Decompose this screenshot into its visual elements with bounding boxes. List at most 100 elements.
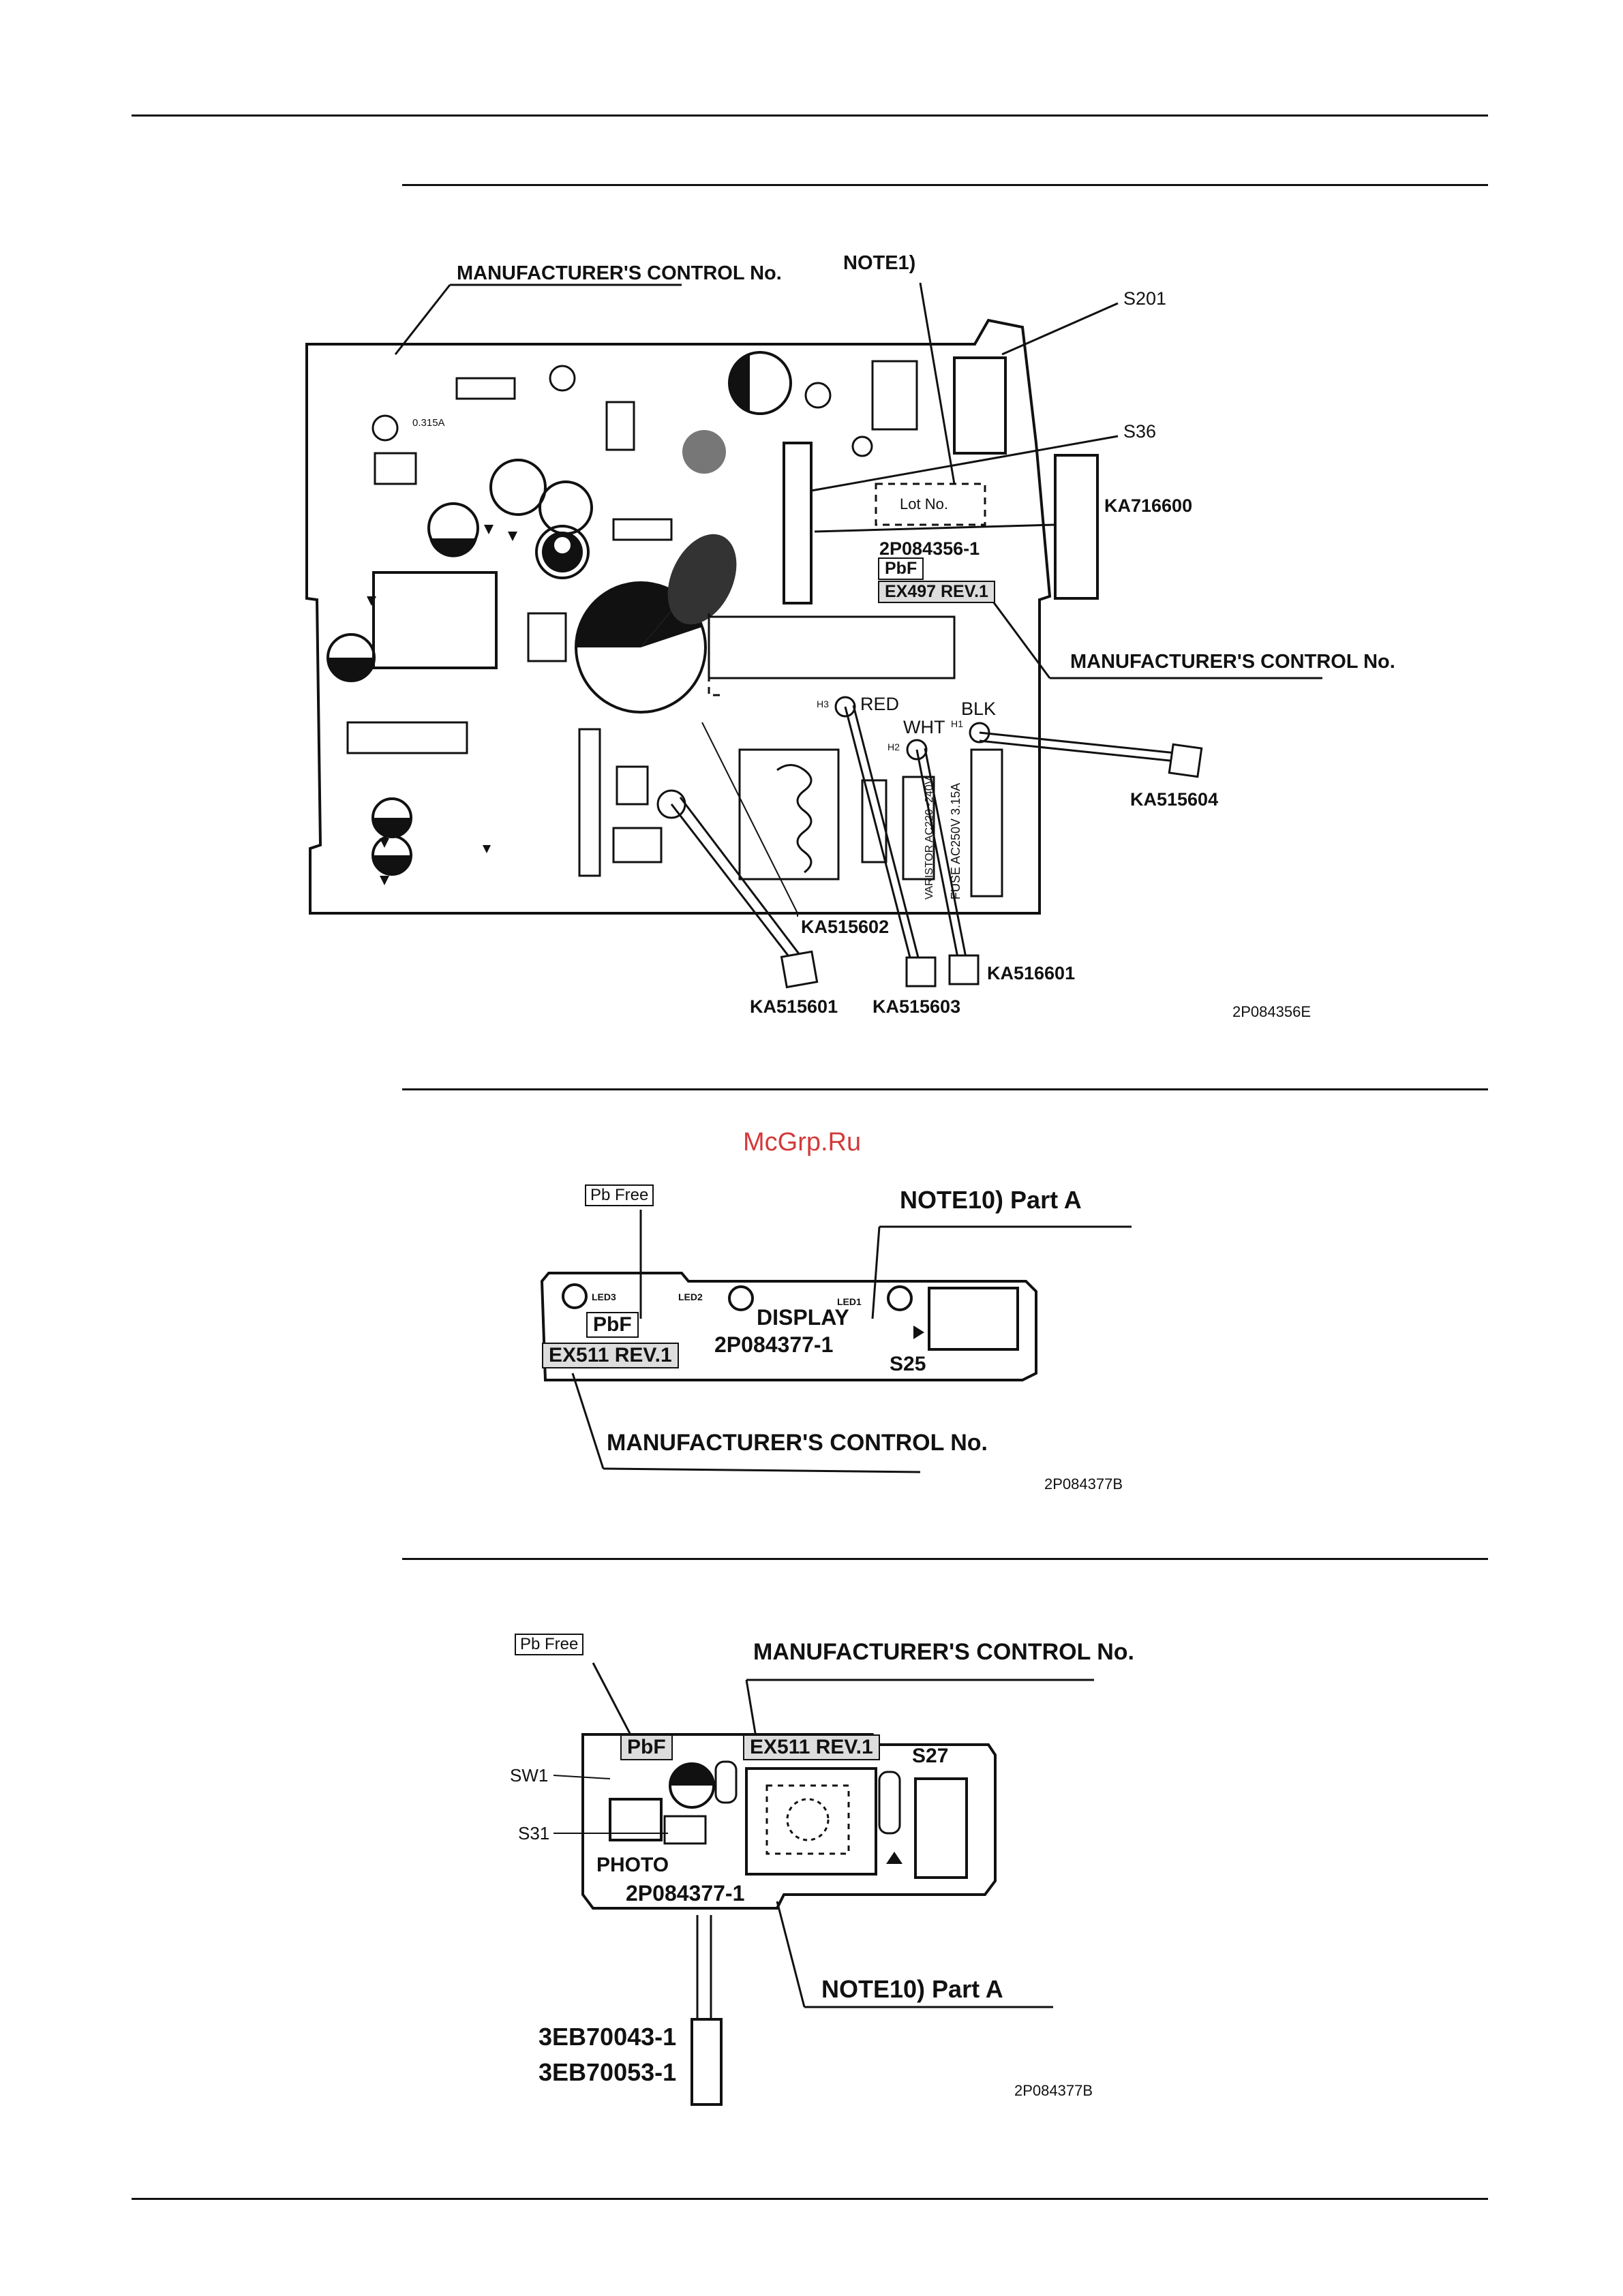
photo-drawing-code: 2P084377B xyxy=(1014,2082,1093,2099)
led2-label: LED2 xyxy=(678,1291,703,1302)
ka716600-label: KA716600 xyxy=(1104,495,1193,516)
ic-307 xyxy=(374,452,417,485)
heat-mark-h3: H3 xyxy=(817,699,829,709)
section-rule-1 xyxy=(402,184,1488,186)
ka515602-label: KA515602 xyxy=(801,917,890,937)
s25-label: S25 xyxy=(890,1353,926,1375)
ka515601-label: KA515601 xyxy=(750,996,838,1017)
diode-d301 xyxy=(578,728,601,877)
photo-capacitor-icon xyxy=(669,1762,715,1809)
plug-ka516601 xyxy=(948,954,980,985)
capacitor-small-b xyxy=(851,435,873,457)
dashed-trace xyxy=(708,613,723,697)
receiver-lens xyxy=(786,1798,830,1841)
led3-label: LED3 xyxy=(592,1291,616,1302)
component-324 xyxy=(527,612,567,662)
diode-symbol-e xyxy=(483,845,491,853)
connector-s27 xyxy=(914,1777,968,1879)
lot-no-box xyxy=(875,483,986,526)
connector-s201 xyxy=(953,356,1007,455)
connector-c304 xyxy=(455,377,516,400)
sw1-label: SW1 xyxy=(510,1765,549,1786)
shaded-ellipse xyxy=(667,534,737,625)
component-c3 xyxy=(714,1760,738,1804)
display-rev-badge: EX511 REV.1 xyxy=(542,1343,679,1368)
wire-wht-label: WHT xyxy=(903,717,945,737)
component-c5 xyxy=(878,1771,901,1835)
photo-rev-badge: EX511 REV.1 xyxy=(743,1734,880,1760)
photo-mfr-control-label: MANUFACTURER'S CONTROL No. xyxy=(753,1639,1134,1665)
receiver-dashed-box xyxy=(765,1784,850,1855)
main-pcb-diagram xyxy=(305,282,1322,989)
main-board-outline xyxy=(305,318,1052,915)
diode-symbol-d xyxy=(380,876,389,885)
photo-name-label: PHOTO xyxy=(596,1854,669,1876)
led3-icon xyxy=(562,1283,588,1309)
main-drawing-code: 2P084356E xyxy=(1232,1003,1311,1020)
leader-ka515602 xyxy=(701,722,798,914)
capacitor-c308 xyxy=(427,502,479,557)
ic-201 xyxy=(871,360,918,431)
display-name-label: DISPLAY xyxy=(757,1305,849,1330)
thermistor-sensor xyxy=(691,2018,723,2106)
s201-label: S201 xyxy=(1123,288,1167,309)
s36-label: S36 xyxy=(1123,421,1157,442)
watermark: McGrp.Ru xyxy=(743,1128,862,1157)
capacitor-c311 xyxy=(371,835,412,876)
diode-symbol-c xyxy=(380,838,389,848)
display-pbf-badge: PbF xyxy=(586,1312,639,1338)
ic-301-block xyxy=(346,721,468,754)
ic-s36 xyxy=(783,442,813,604)
section-rule-2 xyxy=(402,1088,1488,1090)
display-part-number: 2P084377-1 xyxy=(714,1332,834,1357)
leader-pbfree-photo xyxy=(592,1662,635,1742)
ka515604-label: KA515604 xyxy=(1130,789,1219,810)
leader-note10-photo xyxy=(776,1901,806,2008)
fuse-holder xyxy=(970,748,1003,898)
lot-no-label: Lot No. xyxy=(900,495,948,512)
display-arrow-icon xyxy=(913,1326,924,1339)
leader-mfr-display xyxy=(571,1373,605,1469)
heat-mark-h2: H2 xyxy=(888,741,900,752)
mfr-control-label-top: MANUFACTURER'S CONTROL No. xyxy=(457,262,782,284)
plug-ka515601 xyxy=(780,950,819,989)
leader-mfr-1 xyxy=(394,284,451,355)
capacitor-c318 xyxy=(549,365,576,392)
diode-symbol-a xyxy=(484,525,494,534)
ka515603-label: KA515603 xyxy=(873,996,961,1017)
wire-blk-label: BLK xyxy=(961,699,997,719)
leader-note1 xyxy=(919,282,956,485)
leader-s36 xyxy=(810,435,1119,492)
heat-mark-h1: H1 xyxy=(951,718,963,729)
component-201b xyxy=(605,401,635,451)
diode-symbol-f xyxy=(367,596,376,606)
main-rev-badge: EX497 REV.1 xyxy=(878,581,995,603)
capacitor-c202 xyxy=(728,351,792,415)
capacitor-cluster-a xyxy=(489,459,547,516)
plug-ka515604 xyxy=(1168,743,1203,778)
ka716600-module xyxy=(1054,454,1099,600)
display-note10-label: NOTE10) Part A xyxy=(900,1186,1082,1214)
sensor-part-b: 3EB70053-1 xyxy=(539,2058,677,2086)
leader-sw1 xyxy=(553,1775,611,1779)
ka516601-label: KA516601 xyxy=(987,963,1076,983)
photo-note10-label: NOTE10) Part A xyxy=(821,1975,1003,2003)
s31-label: S31 xyxy=(518,1823,550,1843)
led1-label: LED1 xyxy=(837,1296,862,1307)
display-pcb-diagram xyxy=(540,1210,1132,1473)
capacitor-ic303 xyxy=(371,414,399,442)
display-drawing-code: 2P084377B xyxy=(1044,1475,1123,1493)
main-pbf-badge: PbF xyxy=(878,557,924,580)
component-309 xyxy=(612,827,663,863)
photo-pbf-badge: PbF xyxy=(620,1734,673,1760)
hatched-circle xyxy=(682,430,726,474)
inductor-l301 xyxy=(738,748,840,881)
diode-symbol-b xyxy=(508,532,517,541)
display-pb-free-badge: Pb Free xyxy=(585,1184,654,1206)
display-board-outline xyxy=(540,1272,1037,1381)
component-104 xyxy=(861,779,888,863)
photo-part-number: 2P084377-1 xyxy=(626,1881,745,1905)
led2-icon xyxy=(728,1285,754,1311)
bottom-rule xyxy=(132,2198,1488,2200)
capacitor-small-a xyxy=(804,382,832,409)
